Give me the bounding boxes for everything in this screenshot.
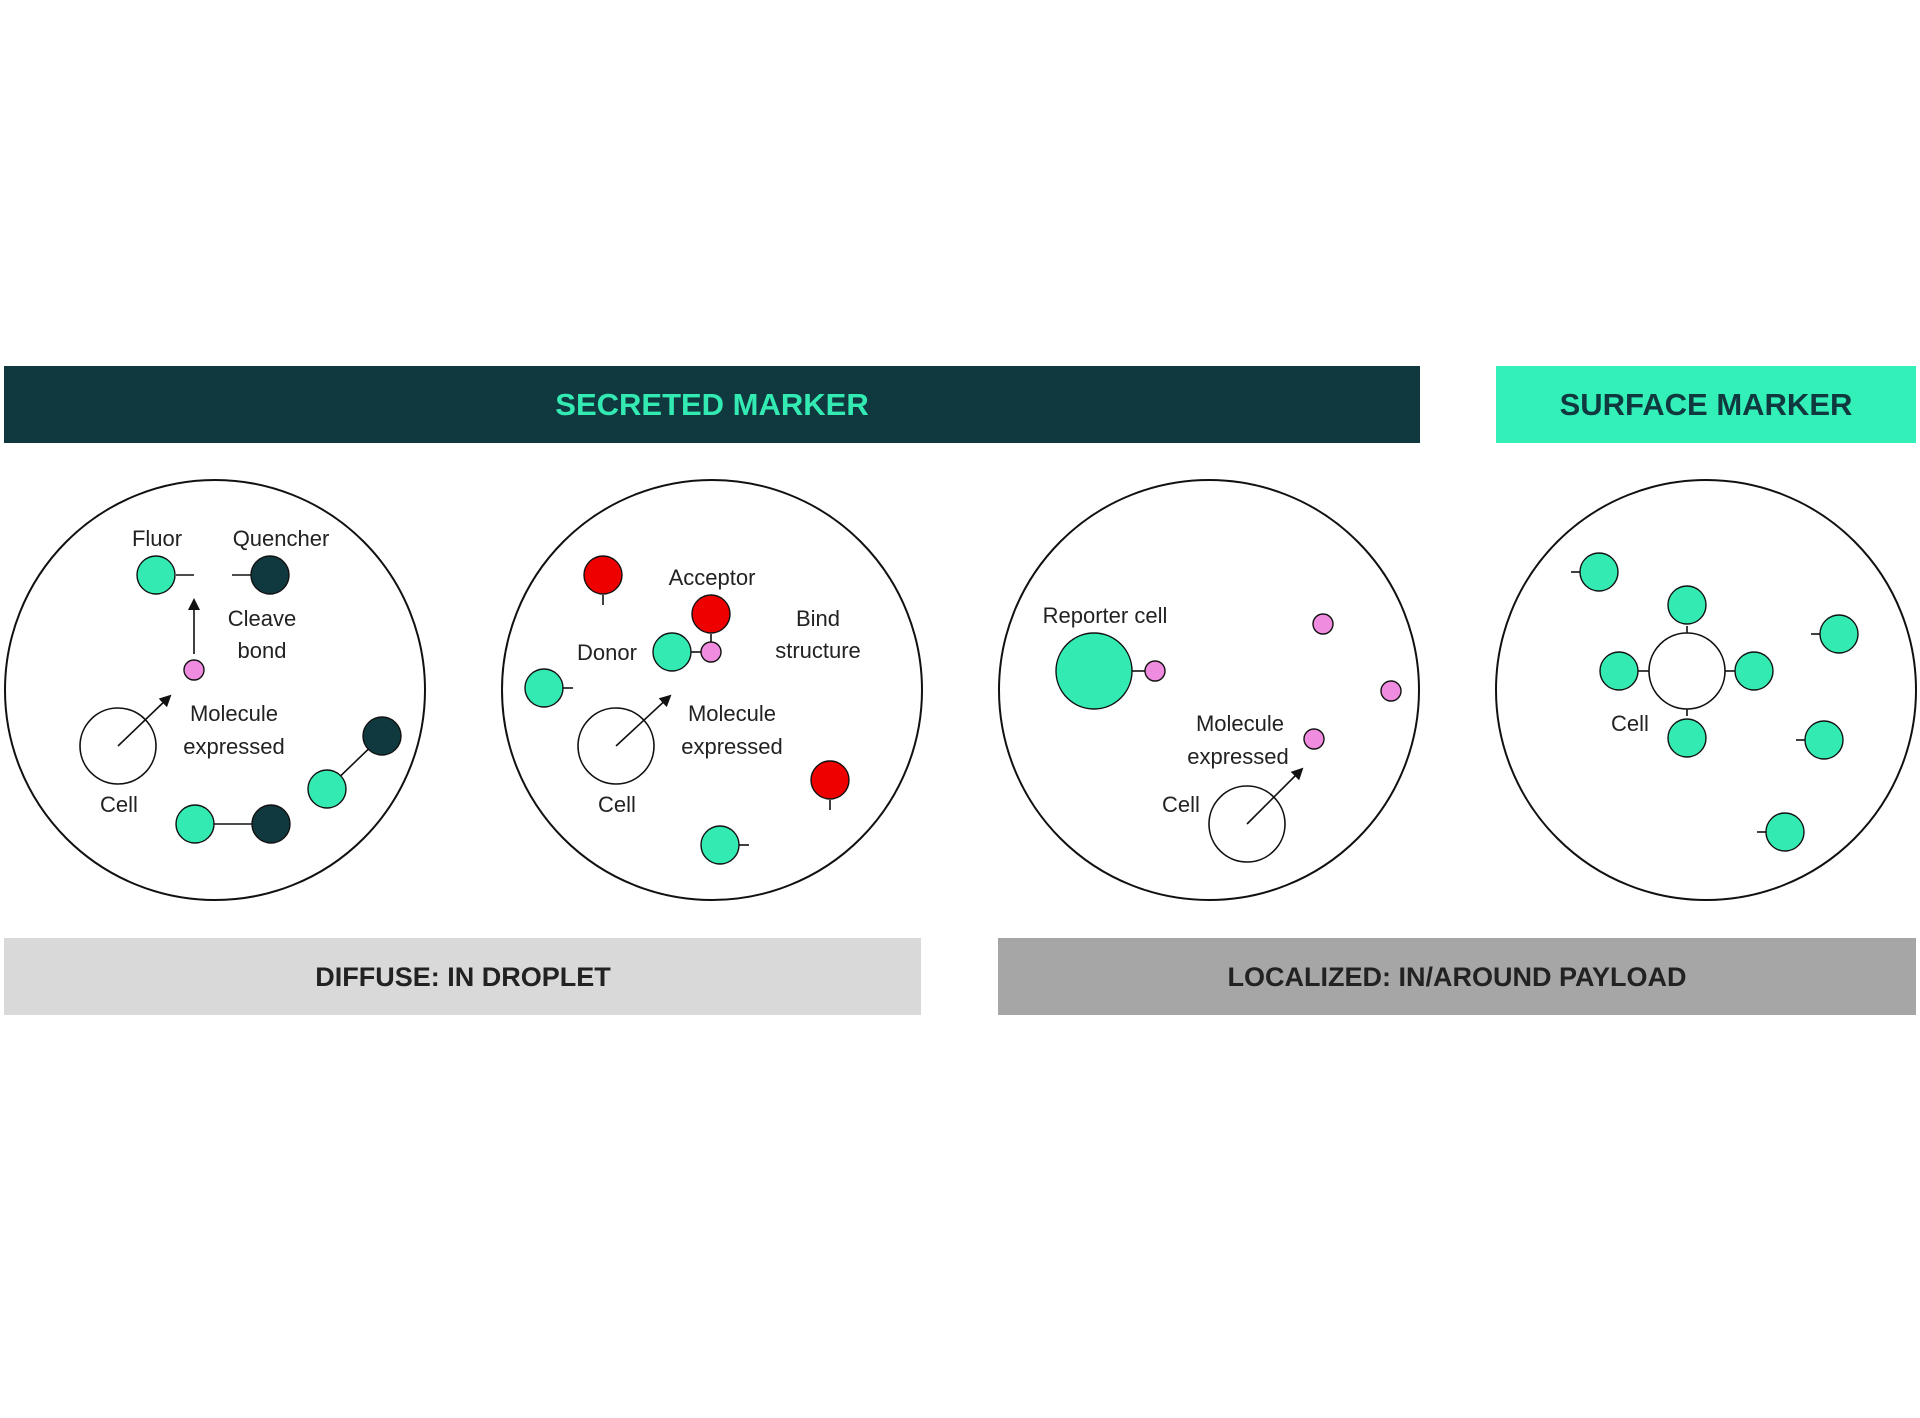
surface-marker-bottom-icon	[1667, 718, 1707, 758]
fluor-icon	[136, 555, 176, 595]
surface-marker-top-icon	[1667, 585, 1707, 625]
cell-label-2: Cell	[598, 792, 636, 817]
acceptor-bound-icon	[691, 594, 731, 634]
panel-surface: Cell	[1495, 479, 1917, 901]
molecule-label-1: Molecule	[688, 701, 776, 726]
donor-free-icon	[524, 668, 564, 708]
cleave-label-2: bond	[238, 638, 287, 663]
localized-title: LOCALIZED: IN/AROUND PAYLOAD	[1228, 962, 1687, 992]
panel-fret-quench: Fluor Quencher Cleave bond Molecule expr…	[4, 479, 426, 901]
acceptor-icon	[583, 555, 623, 595]
secreted-marker-title: SECRETED MARKER	[555, 387, 868, 422]
bind-label-1: Bind	[796, 606, 840, 631]
surface-cell-icon	[1648, 632, 1726, 710]
molecule-icon	[183, 659, 205, 681]
donor-icon	[652, 632, 692, 672]
captured-molecule-icon	[1144, 660, 1166, 682]
bound-molecule-icon	[700, 641, 722, 663]
surface-marker-title: SURFACE MARKER	[1560, 387, 1853, 422]
molecule-icon-a	[1312, 613, 1334, 635]
free-marker-icon-1	[1579, 552, 1619, 592]
molecule-icon-b	[1380, 680, 1402, 702]
cell-label-4: Cell	[1611, 711, 1649, 736]
localized-footer: LOCALIZED: IN/AROUND PAYLOAD	[998, 938, 1916, 1015]
droplet-3	[998, 479, 1420, 901]
diffuse-title: DIFFUSE: IN DROPLET	[315, 962, 611, 992]
cell-label: Cell	[100, 792, 138, 817]
fluor-quencher-pair2-fluor	[307, 769, 347, 809]
cell-label-3: Cell	[1162, 792, 1200, 817]
donor-free-icon-2	[700, 825, 740, 865]
donor-label: Donor	[577, 640, 637, 665]
molecule-label-2: expressed	[183, 734, 285, 759]
free-marker-icon-3	[1804, 720, 1844, 760]
molecule-label-1: Molecule	[190, 701, 278, 726]
reporter-cell-label: Reporter cell	[1043, 603, 1168, 628]
reporter-cell-icon	[1055, 632, 1133, 710]
molecule-icon-c	[1303, 728, 1325, 750]
surface-marker-header: SURFACE MARKER	[1496, 366, 1916, 443]
panel-reporter: Reporter cell Molecule expressed Cell	[998, 479, 1420, 901]
fluor-label: Fluor	[132, 526, 182, 551]
droplet-1	[4, 479, 426, 901]
molecule-label-1: Molecule	[1196, 711, 1284, 736]
quencher-label: Quencher	[233, 526, 330, 551]
acceptor-free-icon	[810, 760, 850, 800]
fluor-quencher-pair2-quencher	[362, 716, 402, 756]
fluor-quencher-pair-fluor	[175, 804, 215, 844]
molecule-label-2: expressed	[681, 734, 783, 759]
surface-marker-left-icon	[1599, 651, 1639, 691]
bind-label-2: structure	[775, 638, 861, 663]
panel-fret-bind: Acceptor Bind structure Donor Molecule e…	[501, 479, 923, 901]
molecule-label-2: expressed	[1187, 744, 1289, 769]
free-marker-icon-4	[1765, 812, 1805, 852]
free-marker-icon-2	[1819, 614, 1859, 654]
secreted-marker-header: SECRETED MARKER	[4, 366, 1420, 443]
acceptor-label: Acceptor	[669, 565, 756, 590]
quencher-icon	[250, 555, 290, 595]
cleave-label-1: Cleave	[228, 606, 296, 631]
fluor-quencher-pair-quencher	[251, 804, 291, 844]
diffuse-footer: DIFFUSE: IN DROPLET	[4, 938, 921, 1015]
surface-marker-right-icon	[1734, 651, 1774, 691]
